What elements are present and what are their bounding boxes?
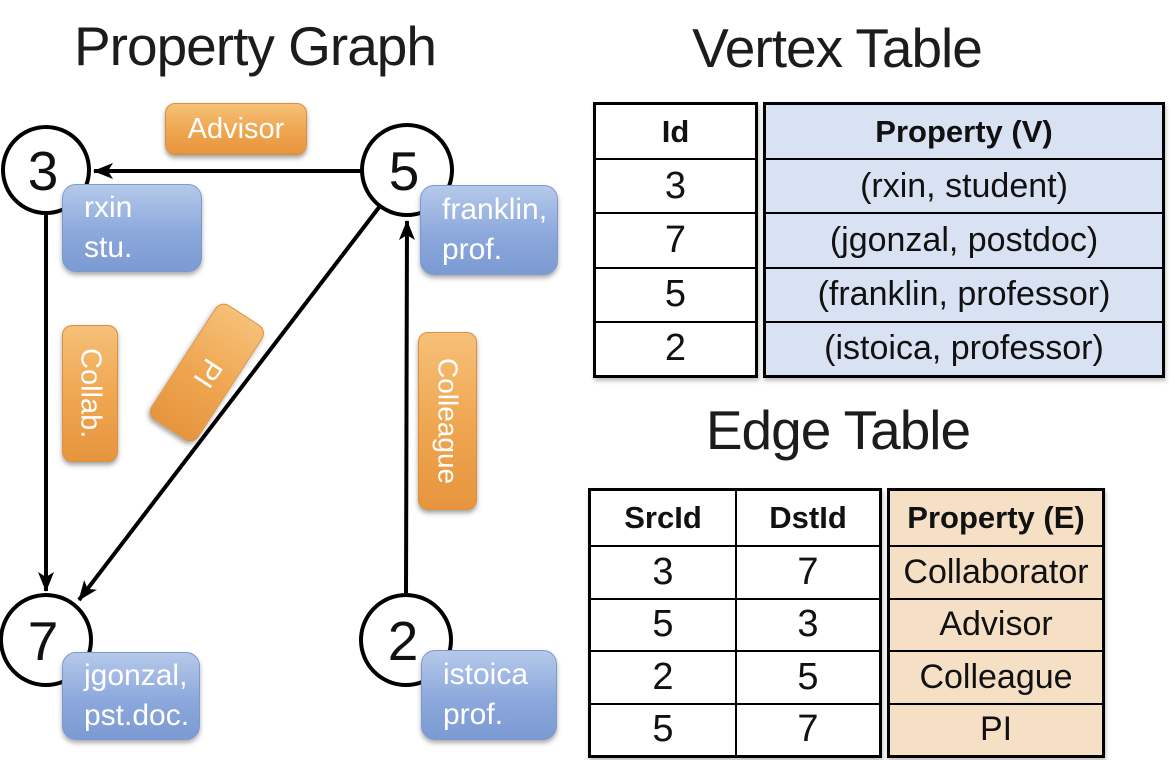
vertex-table-id-cell: 5 [596, 266, 755, 321]
edge-table-property-cell: Colleague [890, 650, 1102, 703]
vertex-table-id-column: Id 3 7 5 2 [593, 102, 758, 378]
vertex-table-id-header: Id [661, 113, 690, 149]
vertex-table-property-cell: (istoica, professor) [766, 320, 1162, 375]
edge-label-colleague: Colleague [418, 332, 477, 510]
vertex-label-line: rxin [84, 191, 133, 225]
edge-table-property-cell: Collaborator [890, 545, 1102, 598]
vertex-label-line: pst.doc. [84, 699, 190, 732]
edge-table-title: Edge Table [705, 399, 971, 461]
vertex-label-line: prof. [443, 698, 504, 731]
vertex-table-property-header: Property (V) [766, 105, 1162, 158]
vertex-label-jgonzal: jgonzal, pst.doc. [62, 652, 200, 740]
vertex-label-line: jgonzal, [84, 659, 188, 693]
vertex-table-id-cell: 2 [596, 320, 755, 375]
vertex-id-5: 5 [389, 140, 420, 202]
vertex-table-property-cell: (jgonzal, postdoc) [766, 212, 1162, 267]
edge-table-dst-cell: 5 [735, 650, 879, 703]
edge-label-collab: Collab. [62, 325, 118, 462]
vertex-label-rxin: rxin stu. [62, 184, 202, 272]
vertex-label-line: istoica [443, 658, 529, 692]
vertex-table-property-column: Property (V) (rxin, student) (jgonzal, p… [763, 102, 1165, 378]
edge-table-dst-cell: 3 [735, 597, 879, 650]
vertex-label-istoica: istoica prof. [421, 650, 557, 740]
edge-table-src-cell: 2 [591, 650, 735, 703]
vertex-label-line: franklin, [442, 193, 548, 227]
edge-table-src-cell: 5 [591, 597, 735, 651]
edge-table-dst-cell: 7 [735, 545, 879, 598]
vertex-table-title: Vertex Table [692, 17, 983, 79]
edge-5-to-7-pi [77, 204, 382, 602]
edge-table-dst-header: DstId [735, 491, 879, 545]
edge-table-ids-columns: SrcId DstId 3 7 5 3 2 5 5 7 [588, 488, 882, 758]
vertex-id-2: 2 [388, 610, 419, 672]
edge-table-src-cell: 5 [591, 702, 735, 756]
vertex-label-line: stu. [84, 231, 133, 264]
edge-table-property-header: Property (E) [890, 491, 1102, 545]
vertex-label-franklin: franklin, prof. [420, 185, 558, 275]
vertex-label-line: prof. [442, 233, 503, 266]
edge-table-src-cell: 3 [591, 545, 735, 598]
edge-table-property-cell: PI [890, 702, 1102, 755]
edge-table-property-cell: Advisor [890, 597, 1102, 650]
vertex-table-property-cell: (franklin, professor) [766, 266, 1162, 321]
edge-table-src-header: SrcId [624, 500, 702, 535]
vertex-table-id-cell: 3 [596, 158, 755, 212]
vertex-id-3: 3 [28, 140, 59, 202]
edge-table-property-column: Property (E) Collaborator Advisor Collea… [887, 488, 1105, 758]
edge-table-dst-cell: 7 [735, 702, 879, 755]
edge-label-advisor: Advisor [165, 103, 307, 155]
vertex-table-id-cell: 7 [596, 212, 755, 266]
vertex-table-property-cell: (rxin, student) [766, 158, 1162, 213]
vertex-id-7: 7 [28, 610, 59, 672]
edge-2-to-5-colleague [398, 220, 415, 594]
property-graph-title: Property Graph [73, 15, 437, 77]
